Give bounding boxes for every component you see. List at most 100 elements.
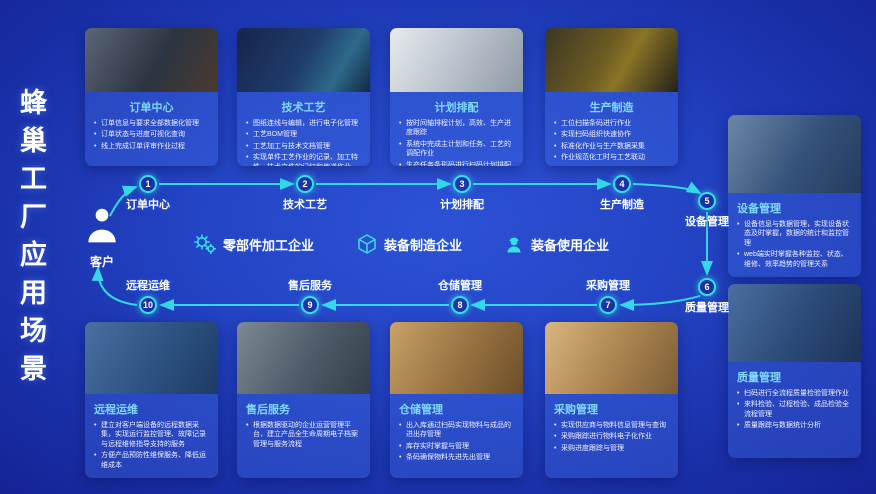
badge-label: 装备制造企业	[384, 237, 463, 253]
bullet-item: 实现扫码组织快速协作	[554, 130, 669, 140]
card-title: 仓储管理	[399, 404, 443, 416]
bullet-item: 扫码进行全流程质量检验管理作业	[737, 389, 852, 399]
badge-label: 零部件加工企业	[223, 237, 315, 253]
step-label: 设备管理	[685, 216, 729, 228]
step-number: 8	[451, 296, 469, 314]
card-procurement: 采购管理 实现供应商与物料信息管理与查询采购跟踪进行物料电子化作业采购进度跟踪与…	[545, 322, 678, 478]
bullet-item: 实现单件工艺作业的记录、加工特性、技术文件的记忆和传递作业	[246, 153, 361, 166]
cube-icon	[358, 234, 376, 254]
card-remote-ops: 远程运维 建立对客户端设备的远程数据采集，实现运行监控管理、故障记录与远程维修指…	[85, 322, 218, 478]
step-label: 计划排配	[440, 199, 484, 211]
step-number: 6	[698, 278, 716, 296]
flow-step-1: 1 订单中心	[126, 175, 170, 211]
step-number: 2	[296, 175, 314, 193]
tech-process-photo	[237, 28, 370, 92]
bullet-item: 工艺加工与技术文档管理	[246, 142, 361, 152]
flow-step-6: 6 质量管理	[685, 278, 729, 314]
bullet-item: 根据数据驱动的企业运营管理平台，建立产品全生命周期电子档案管理与服务流程	[246, 421, 361, 449]
step-label: 质量管理	[685, 302, 729, 314]
badge-equipment-user: 装备使用企业	[503, 231, 609, 257]
bullet-item: 图纸连线与编辑，进行电子化管理	[246, 119, 361, 129]
plan-schedule-photo	[390, 28, 523, 92]
bullet-item: 系统中完成主计划和任务、工艺的调配作业	[399, 140, 514, 159]
step-label: 远程运维	[126, 280, 170, 292]
equipment-photo	[728, 115, 861, 193]
bullet-item: 采购进度跟踪与管理	[554, 444, 669, 454]
quality-bullets: 扫码进行全流程质量检验管理作业来料检验、过程检验、成品检验全流程管理质量跟踪与数…	[737, 389, 852, 431]
card-title: 质量管理	[737, 372, 781, 384]
card-production: 生产制造 工位扫描条码进行作业实现扫码组织快速协作标准化作业与生产数据采集作业规…	[545, 28, 678, 166]
after-sales-bullets: 根据数据驱动的企业运营管理平台，建立产品全生命周期电子档案管理与服务流程	[246, 421, 361, 449]
card-title: 订单中心	[129, 102, 174, 114]
bullet-item: 来料检验、过程检验、成品检验全流程管理	[737, 400, 852, 419]
card-title: 设备管理	[737, 203, 781, 215]
bullet-item: 设备信息与数据管理，实现设备状态及时掌握，数据的统计和监控管理	[737, 220, 852, 248]
order-center-photo	[85, 28, 218, 92]
step-label: 采购管理	[586, 280, 630, 292]
bullet-item: 生产任务条形码进行扫码计划排配	[399, 161, 514, 166]
tech-process-bullets: 图纸连线与编辑，进行电子化管理工艺BOM管理工艺加工与技术文档管理实现单件工艺作…	[246, 119, 361, 166]
bullet-item: 采购跟踪进行物料电子化作业	[554, 432, 669, 442]
flow-step-9: 9 售后服务	[288, 280, 332, 314]
flow-step-10: 10 远程运维	[126, 280, 170, 314]
step-number: 5	[698, 192, 716, 210]
bullet-item: 建立对客户端设备的远程数据采集，实现运行监控管理、故障记录与远程维修指导支持的服…	[94, 421, 209, 449]
production-bullets: 工位扫描条码进行作业实现扫码组织快速协作标准化作业与生产数据采集作业规范化工时与…	[554, 119, 669, 163]
order-center-bullets: 订单信息与要求全部数据化管理订单状态与进度可视化查询线上完成订单评审作业过程	[94, 119, 209, 152]
bullet-item: 作业规范化工时与工艺联动	[554, 153, 669, 163]
flow-step-3: 3 计划排配	[440, 175, 484, 211]
step-number: 1	[139, 175, 157, 193]
flow-step-8: 8 仓储管理	[438, 280, 482, 314]
card-title: 售后服务	[246, 404, 290, 416]
card-warehouse: 仓储管理 出入库通过扫码实现物料与成品的进出存管理库存实时掌握与管理条码确保物料…	[390, 322, 523, 478]
bullet-item: 条码确保物料先进先出管理	[399, 453, 514, 463]
bullet-item: 质量跟踪与数据统计分析	[737, 421, 852, 431]
plan-schedule-bullets: 按时间轴排程计划，高效、生产进度跟踪系统中完成主计划和任务、工艺的调配作业生产任…	[399, 119, 514, 166]
bullet-item: 库存实时掌握与管理	[399, 442, 514, 452]
card-after-sales: 售后服务 根据数据驱动的企业运营管理平台，建立产品全生命周期电子档案管理与服务流…	[237, 322, 370, 478]
procurement-photo	[545, 322, 678, 394]
after-sales-photo	[237, 322, 370, 394]
procurement-bullets: 实现供应商与物料信息管理与查询采购跟踪进行物料电子化作业采购进度跟踪与管理	[554, 421, 669, 454]
bullet-item: 实现供应商与物料信息管理与查询	[554, 421, 669, 431]
badge-parts-processing: 零部件加工企业	[193, 231, 314, 257]
step-number: 9	[301, 296, 319, 314]
card-title: 远程运维	[94, 404, 138, 416]
worker-icon	[507, 237, 521, 253]
card-title: 计划排配	[434, 102, 479, 114]
bullet-item: 订单信息与要求全部数据化管理	[94, 119, 209, 129]
bullet-item: 方便产品预防性维保服务、降低运维成本	[94, 451, 209, 470]
step-number: 4	[613, 175, 631, 193]
remote-ops-bullets: 建立对客户端设备的远程数据采集，实现运行监控管理、故障记录与远程维修指导支持的服…	[94, 421, 209, 470]
card-title: 生产制造	[589, 102, 634, 114]
bullet-item: web端实时掌握各种监控、状态、维修、效率趋势的管理关系	[737, 250, 852, 269]
customer-person-icon	[88, 208, 116, 243]
page-title: 蜂巢工厂应用场景	[16, 88, 46, 392]
bullet-item: 工位扫描条码进行作业	[554, 119, 669, 129]
step-number: 3	[453, 175, 471, 193]
flow-step-7: 7 采购管理	[586, 280, 630, 314]
quality-photo	[728, 284, 861, 362]
step-number: 10	[139, 296, 157, 314]
badge-label: 装备使用企业	[531, 237, 610, 253]
gears-icon	[194, 234, 217, 254]
card-quality: 质量管理 扫码进行全流程质量检验管理作业来料检验、过程检验、成品检验全流程管理质…	[728, 284, 861, 458]
bullet-item: 线上完成订单评审作业过程	[94, 142, 209, 152]
card-order-center: 订单中心 订单信息与要求全部数据化管理订单状态与进度可视化查询线上完成订单评审作…	[85, 28, 218, 166]
card-title: 技术工艺	[281, 102, 326, 114]
step-label: 仓储管理	[438, 280, 482, 292]
customer-label: 客户	[89, 255, 114, 269]
warehouse-photo	[390, 322, 523, 394]
production-photo	[545, 28, 678, 92]
step-label: 售后服务	[288, 280, 332, 292]
flow-step-2: 2 技术工艺	[283, 175, 327, 211]
step-label: 技术工艺	[283, 199, 327, 211]
card-plan-schedule: 计划排配 按时间轴排程计划，高效、生产进度跟踪系统中完成主计划和任务、工艺的调配…	[390, 28, 523, 166]
bullet-item: 出入库通过扫码实现物料与成品的进出存管理	[399, 421, 514, 440]
warehouse-bullets: 出入库通过扫码实现物料与成品的进出存管理库存实时掌握与管理条码确保物料先进先出管…	[399, 421, 514, 463]
card-equipment: 设备管理 设备信息与数据管理，实现设备状态及时掌握，数据的统计和监控管理 web端…	[728, 115, 861, 277]
bullet-item: 订单状态与进度可视化查询	[94, 130, 209, 140]
customer-figure: 客户	[80, 206, 124, 270]
step-number: 7	[599, 296, 617, 314]
